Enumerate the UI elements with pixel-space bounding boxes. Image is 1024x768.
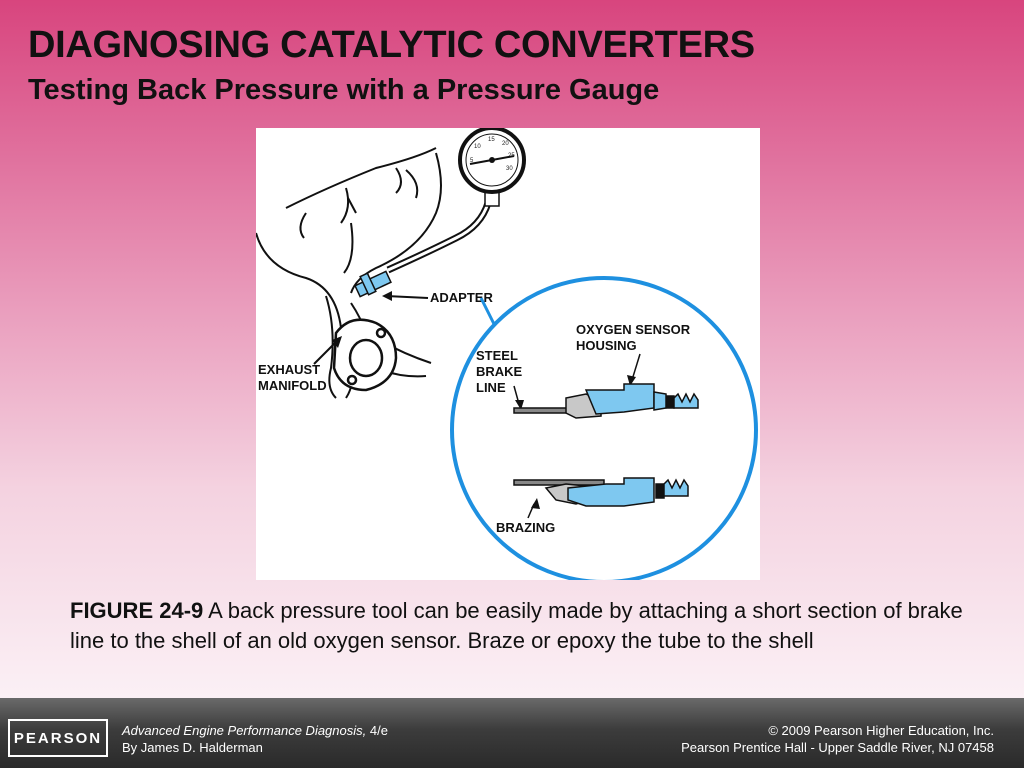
brake-label: BRAKE — [476, 364, 523, 379]
copyright-line: © 2009 Pearson Higher Education, Inc. — [768, 723, 994, 738]
footer-bar: PEARSON Advanced Engine Performance Diag… — [0, 698, 1024, 768]
gauge-tick-label: 30 — [506, 166, 513, 172]
adapter-label: ADAPTER — [430, 290, 493, 305]
housing-label: HOUSING — [576, 338, 637, 353]
manifold-label: MANIFOLD — [258, 378, 327, 393]
brazing-label: BRAZING — [496, 520, 555, 535]
manifold-flange — [332, 318, 398, 392]
book-author: By James D. Halderman — [122, 740, 263, 755]
sensor-assembly-before — [513, 383, 699, 419]
publisher-line: Pearson Prentice Hall - Upper Saddle Riv… — [681, 740, 994, 755]
gauge-tick-label: 20 — [502, 141, 509, 147]
book-info: Advanced Engine Performance Diagnosis, 4… — [122, 722, 388, 756]
slide-title: DIAGNOSING CATALYTIC CONVERTERS — [28, 24, 755, 66]
book-title: Advanced Engine Performance Diagnosis, — [122, 723, 367, 738]
copyright-info: © 2009 Pearson Higher Education, Inc. Pe… — [681, 722, 994, 756]
gauge-needle — [491, 155, 515, 161]
exhaust-label: EXHAUST — [258, 362, 320, 377]
exhaust-manifold-drawing — [256, 147, 442, 399]
slide-subtitle: Testing Back Pressure with a Pressure Ga… — [28, 74, 660, 106]
pressure-gauge: 5 10 15 20 25 30 — [458, 128, 526, 194]
steel-label: STEEL — [476, 348, 518, 363]
sensor-assembly-after — [513, 477, 689, 507]
detail-circle — [450, 276, 758, 580]
figure-caption: FIGURE 24-9 A back pressure tool can be … — [70, 596, 970, 656]
back-pressure-diagram: 5 10 15 20 25 30 ADAPTER EXHAUST MANIFOL… — [256, 128, 758, 580]
gauge-tick-label: 5 — [470, 158, 474, 164]
callout-connector — [479, 297, 496, 325]
adapter-fitting — [354, 270, 392, 298]
adapter-arrow — [385, 295, 429, 299]
pearson-logo: PEARSON — [8, 719, 108, 757]
gauge-tick-label: 10 — [474, 144, 481, 150]
figure-illustration: 5 10 15 20 25 30 ADAPTER EXHAUST MANIFOL… — [256, 128, 760, 580]
caption-text: A back pressure tool can be easily made … — [70, 598, 963, 653]
figure-number: FIGURE 24-9 — [70, 598, 204, 623]
book-edition: 4/e — [366, 723, 388, 738]
gauge-tick-label: 15 — [488, 137, 495, 143]
oxygen-sensor-label: OXYGEN SENSOR — [576, 322, 691, 337]
line-label: LINE — [476, 380, 506, 395]
